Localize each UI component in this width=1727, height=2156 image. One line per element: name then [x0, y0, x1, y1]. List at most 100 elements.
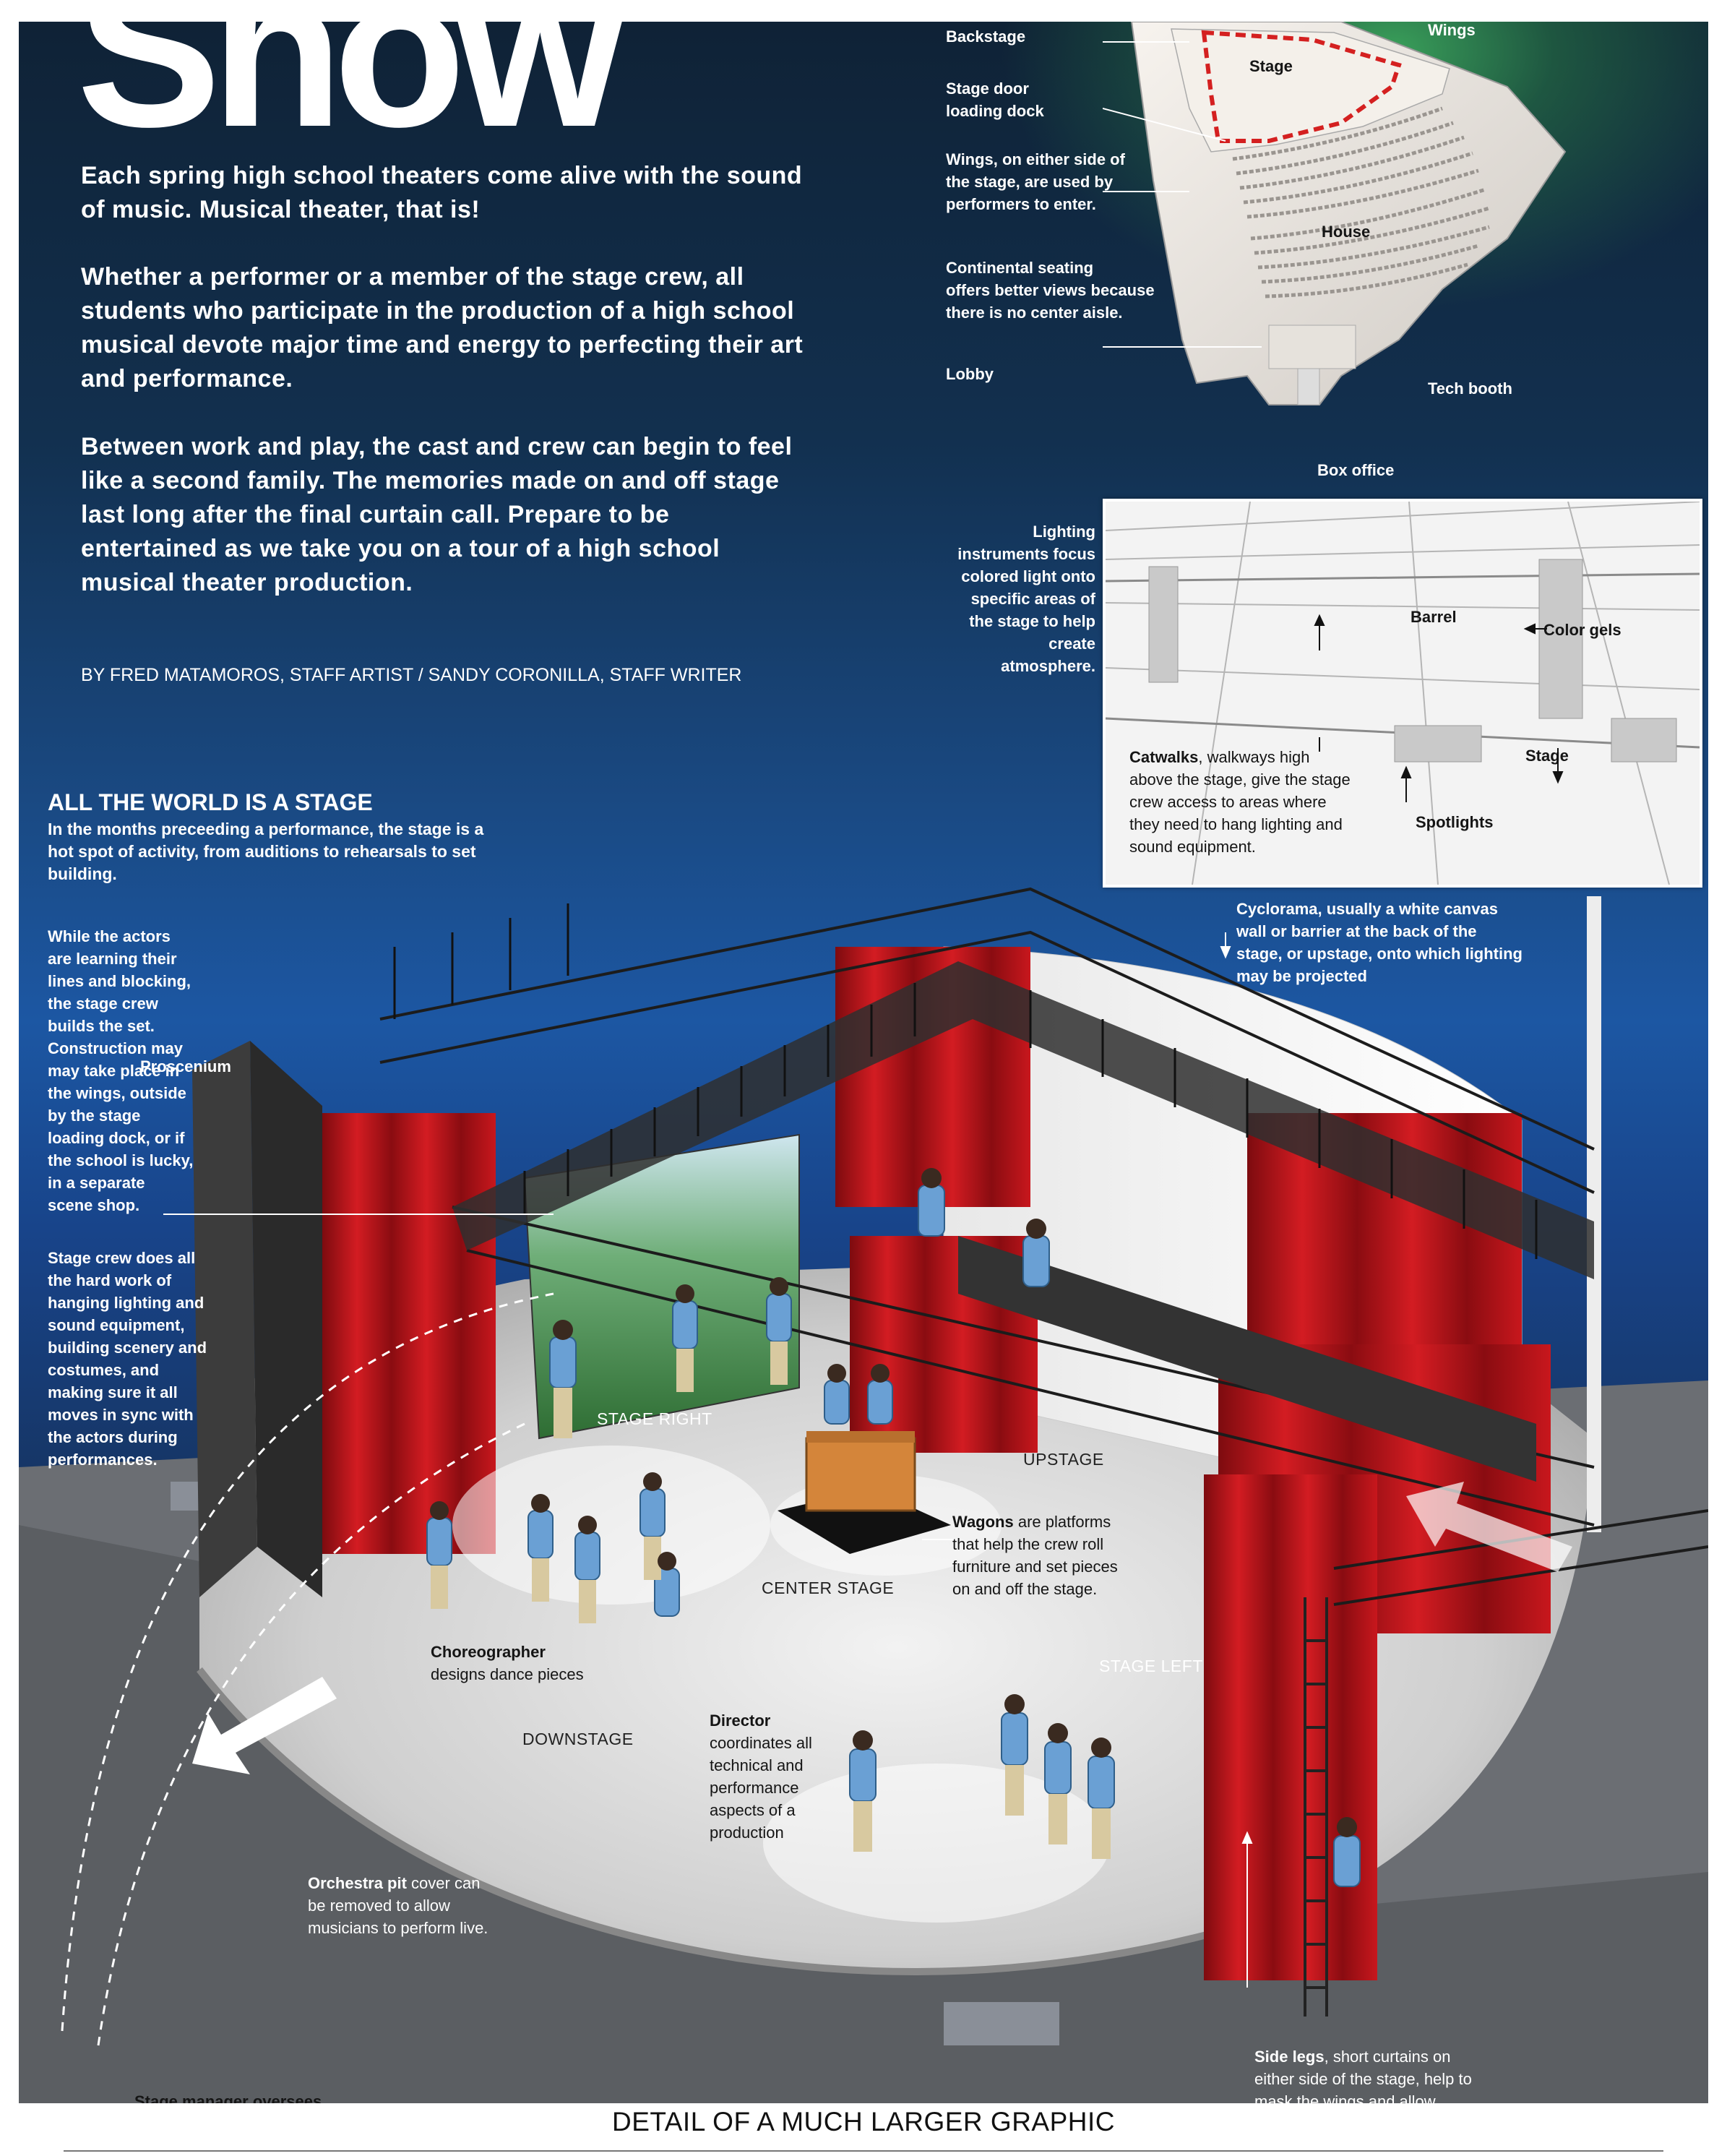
- label-stage-left: STAGE LEFT: [1099, 1657, 1203, 1675]
- catwalks-line: sound equipment.: [1129, 838, 1256, 856]
- crew-line: performances.: [48, 1451, 158, 1469]
- label-center-stage: CENTER STAGE: [762, 1579, 895, 1597]
- label-stage-right: STAGE RIGHT: [597, 1409, 712, 1428]
- crew-line: moves in sync with: [48, 1406, 194, 1424]
- lighting-line: colored light onto: [961, 567, 1095, 585]
- cyclorama-note: Cyclorama, usually a white canvas wall o…: [1236, 898, 1523, 987]
- director-line: coordinates all: [710, 1734, 812, 1752]
- label-continental-3: there is no center aisle.: [946, 304, 1123, 322]
- lighting-line: instruments focus: [957, 545, 1095, 563]
- director-line: production: [710, 1824, 784, 1842]
- orchestra-note: Orchestra pit cover can be removed to al…: [308, 1872, 488, 1939]
- director-line: aspects of a: [710, 1801, 796, 1819]
- crew-line: building scenery and: [48, 1339, 207, 1357]
- choreographer-line: designs dance pieces: [431, 1665, 584, 1683]
- intro-paragraph-3: Between work and play, the cast and crew…: [81, 433, 793, 596]
- choreographer-note: Choreographer designs dance pieces: [431, 1641, 584, 1685]
- photo-arrows: [1314, 614, 1564, 802]
- label-backstage: Backstage: [946, 27, 1026, 46]
- crew-line: the actors during: [48, 1428, 178, 1446]
- side-legs-note: Side legs, short curtains on either side…: [1254, 2045, 1472, 2103]
- intro-paragraph-1: Each spring high school theaters come al…: [81, 162, 803, 223]
- label-lobby: Lobby: [946, 365, 994, 383]
- cyclorama-line: may be projected: [1236, 967, 1367, 985]
- catwalk-sketch: [1106, 502, 1700, 885]
- stage-illustration: [19, 887, 1708, 2103]
- catwalks-note: Catwalks, walkways high above the stage,…: [1129, 746, 1368, 858]
- crew-line: making sure it all: [48, 1383, 178, 1401]
- actors-line: the school is lucky,: [48, 1151, 194, 1169]
- byline: BY FRED MATAMOROS, STAFF ARTIST / SANDY …: [81, 665, 742, 685]
- crew-line: hanging lighting and: [48, 1294, 204, 1312]
- catwalk-photo: [1103, 499, 1702, 888]
- director-line: technical and: [710, 1756, 804, 1774]
- crew-line: costumes, and: [48, 1361, 160, 1379]
- actors-line: are learning their: [48, 950, 177, 968]
- theater-floorplan: [1103, 22, 1567, 405]
- label-lighting-stage: Stage: [1525, 747, 1569, 765]
- label-spotlights: Spotlights: [1416, 813, 1494, 831]
- crew-note: Stage crew does all the hard work of han…: [48, 1247, 207, 1471]
- label-stage-door-1: Stage door: [946, 80, 1029, 98]
- crew-line: sound equipment,: [48, 1316, 185, 1334]
- label-wings: Wings: [1428, 22, 1476, 39]
- section-line: building.: [48, 864, 117, 883]
- label-continental-2: offers better views because: [946, 281, 1155, 299]
- catwalks-line: above the stage, give the stage: [1129, 770, 1351, 789]
- wagons-line: on and off the stage.: [952, 1580, 1098, 1598]
- catwalks-rest: , walkways high: [1198, 748, 1310, 766]
- lighting-line: create: [1048, 635, 1095, 653]
- actors-line: lines and blocking,: [48, 972, 191, 990]
- label-box-office: Box office: [1317, 461, 1395, 479]
- actors-line: builds the set.: [48, 1017, 155, 1035]
- section-line: hot spot of activity, from auditions to …: [48, 842, 476, 861]
- section-heading: ALL THE WORLD IS A STAGE: [48, 789, 373, 815]
- actors-note: While the actors are learning their line…: [48, 925, 193, 1216]
- side-legs-line: mask the wings and allow: [1254, 2092, 1436, 2103]
- wagons-line: that help the crew roll: [952, 1535, 1104, 1553]
- side-legs-rest: , short curtains on: [1324, 2048, 1451, 2066]
- wagons-bold: Wagons: [952, 1513, 1014, 1531]
- label-wings-note-2: the stage, are used by: [946, 173, 1114, 191]
- label-wings-note-3: performers to enter.: [946, 195, 1096, 213]
- actors-line: the stage crew: [48, 995, 158, 1013]
- wagons-line: furniture and set pieces: [952, 1558, 1118, 1576]
- label-house: House: [1322, 223, 1371, 241]
- cyclorama-line: stage, or upstage, onto which lighting: [1236, 945, 1523, 963]
- actors-line: Construction may: [48, 1039, 184, 1057]
- label-barrel: Barrel: [1411, 608, 1457, 626]
- intro-paragraph-2: Whether a performer or a member of the s…: [81, 263, 804, 392]
- section-intro: In the months preceeding a performance, …: [48, 818, 483, 885]
- label-downstage: DOWNSTAGE: [522, 1730, 634, 1748]
- label-wings-note-1: Wings, on either side of: [946, 150, 1125, 168]
- label-stage-plan: Stage: [1249, 57, 1293, 75]
- director-bold: Director: [710, 1712, 771, 1730]
- caption-divider: [64, 2150, 1663, 2152]
- label-continental-1: Continental seating: [946, 259, 1094, 277]
- choreographer-bold: Choreographer: [431, 1643, 546, 1661]
- actors-line: in a separate: [48, 1174, 145, 1192]
- orchestra-bold: Orchestra pit: [308, 1874, 407, 1892]
- actors-line: loading dock, or if: [48, 1129, 185, 1147]
- label-upstage: UPSTAGE: [1023, 1450, 1104, 1469]
- director-line: performance: [710, 1779, 799, 1797]
- actors-line: may take place in: [48, 1062, 180, 1080]
- label-proscenium: Proscenium: [140, 1057, 231, 1075]
- lighting-line: atmosphere.: [1001, 657, 1095, 675]
- catwalks-line: crew access to areas where: [1129, 793, 1327, 811]
- orchestra-line: be removed to allow: [308, 1897, 450, 1915]
- lighting-line: specific areas of: [970, 590, 1095, 608]
- image-caption: DETAIL OF A MUCH LARGER GRAPHIC: [611, 2107, 1115, 2136]
- wagons-note: Wagons are platforms that help the crew …: [952, 1511, 1169, 1600]
- infographic-poster: Show Each spring high school theaters co…: [19, 22, 1708, 2103]
- label-tech-booth: Tech booth: [1428, 379, 1512, 398]
- section-line: In the months preceeding a performance, …: [48, 820, 484, 838]
- actors-line: by the stage: [48, 1107, 141, 1125]
- catwalks-line: they need to hang lighting and: [1129, 815, 1343, 833]
- cyclorama-line: wall or barrier at the back of the: [1236, 922, 1477, 940]
- orchestra-rest: cover can: [406, 1874, 481, 1892]
- label-stage-door-2: loading dock: [946, 102, 1044, 120]
- actors-line: the wings, outside: [48, 1084, 186, 1102]
- crew-line: Stage crew does all: [48, 1249, 196, 1267]
- stage-manager-note: Stage manager oversees: [134, 2092, 322, 2103]
